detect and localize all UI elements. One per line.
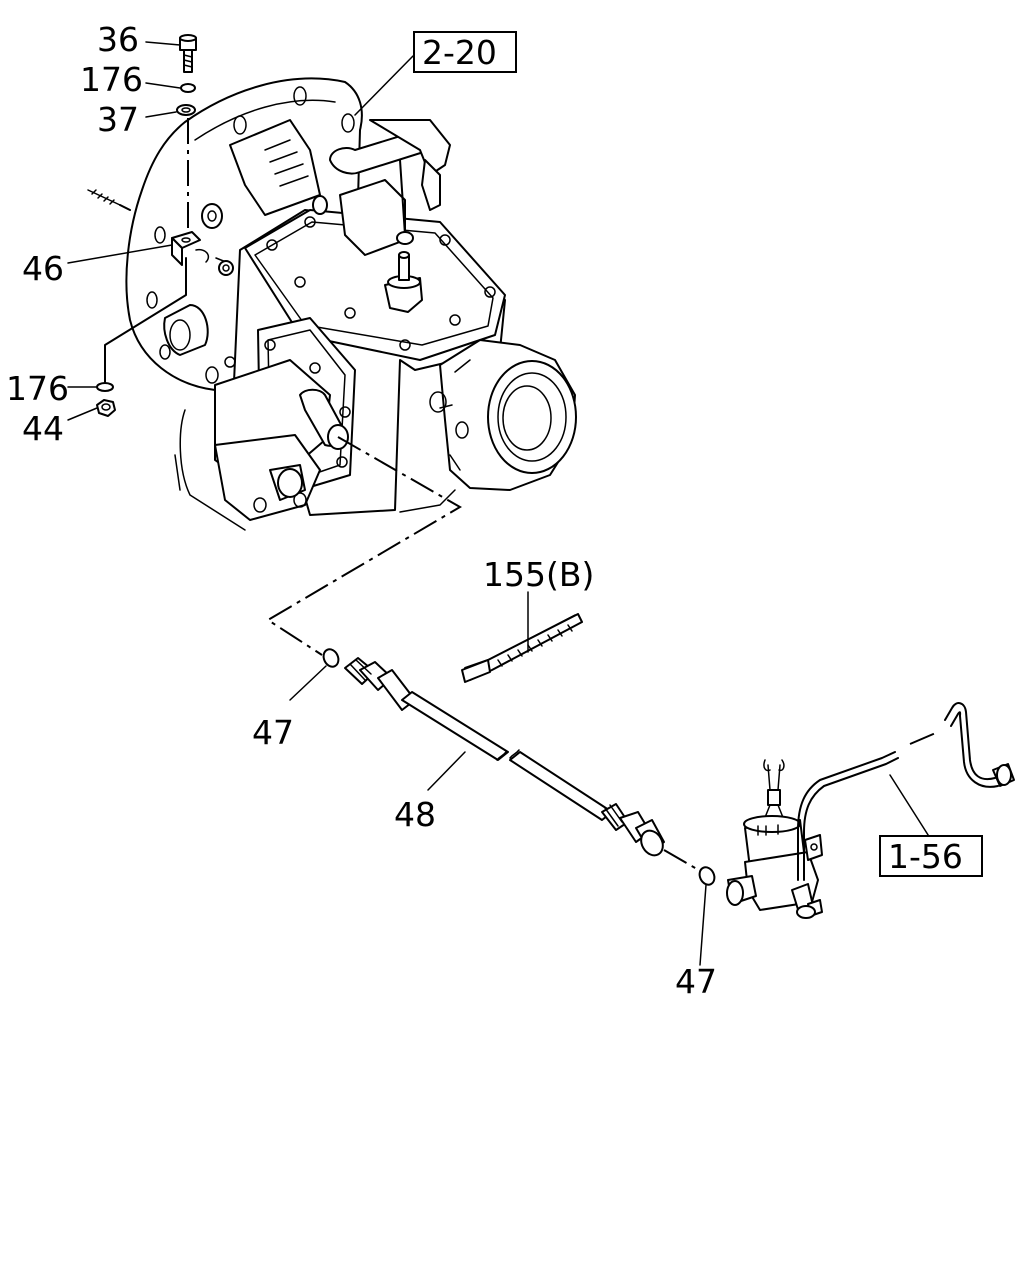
cable-to-sensor-line	[663, 849, 703, 873]
callout-44: 44	[22, 409, 64, 448]
callout-47-left: 47	[252, 713, 294, 752]
wire-harness	[87, 189, 131, 211]
speedometer-cable	[344, 657, 665, 857]
reference-2-20-label: 2-20	[422, 33, 497, 72]
bracket-46	[171, 231, 234, 276]
callout-176-bottom: 176	[6, 369, 69, 408]
o-ring-right	[698, 866, 716, 886]
callout-leaders	[67, 41, 931, 966]
nut-stack	[96, 382, 116, 417]
reference-1-56-label: 1-56	[888, 837, 963, 876]
transmission-assembly	[125, 77, 577, 531]
o-ring-left	[322, 648, 340, 668]
callout-48: 48	[394, 795, 436, 834]
reference-1-56[interactable]: 1-56	[879, 835, 983, 877]
callout-155b: 155(B)	[483, 555, 594, 594]
speed-sensor-assembly	[726, 702, 1015, 919]
nut-stack-leader	[104, 257, 187, 383]
callout-37: 37	[97, 100, 139, 139]
callout-176-top: 176	[80, 60, 143, 99]
bolt-stack	[176, 34, 197, 240]
cable-route-line	[266, 436, 462, 656]
callout-36: 36	[97, 20, 139, 59]
cable-tie	[461, 613, 583, 683]
callout-47-right: 47	[675, 962, 717, 1001]
reference-2-20[interactable]: 2-20	[413, 31, 517, 73]
callout-46: 46	[22, 249, 64, 288]
